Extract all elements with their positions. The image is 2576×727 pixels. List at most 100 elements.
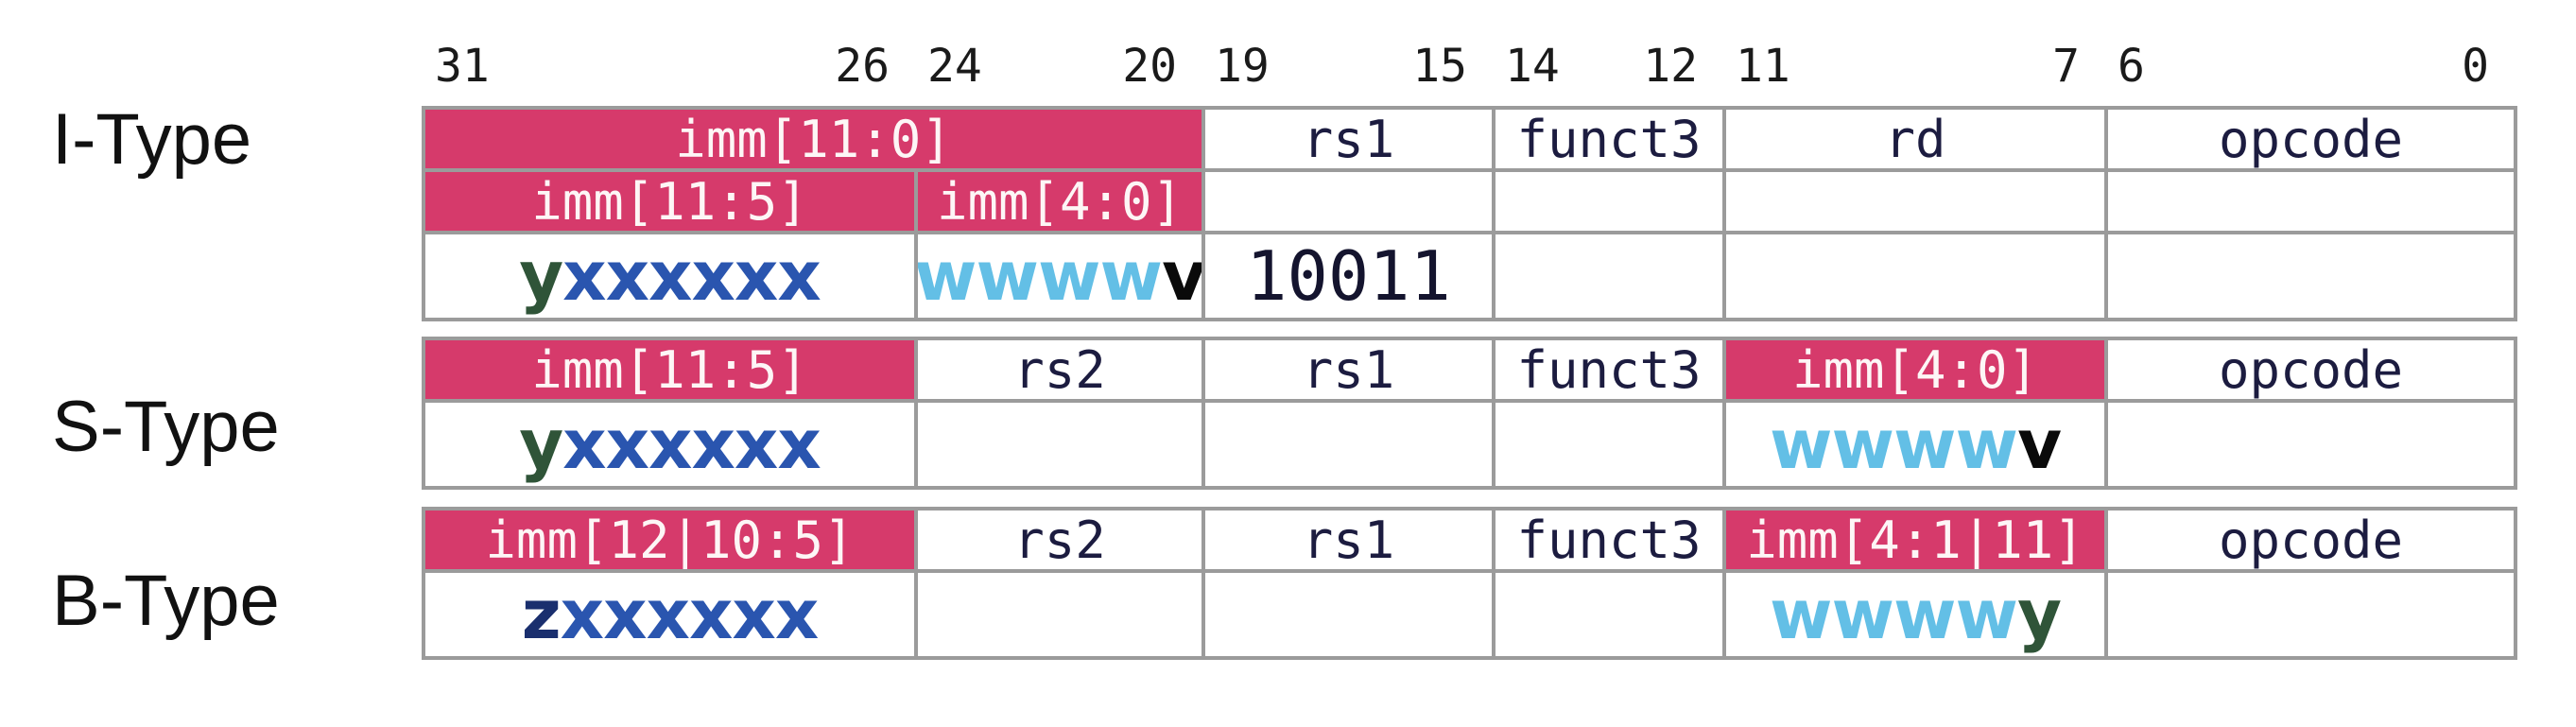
field-funct3: funct3 <box>1495 511 1722 569</box>
bit-index: 20 <box>1122 40 1177 93</box>
sign-bit: y <box>519 405 563 484</box>
low-imm-bits: wwww <box>1770 575 2018 654</box>
field-rs1: rs1 <box>1205 340 1492 399</box>
s-type-label: S-Type <box>52 387 280 467</box>
field-opcode-label: opcode <box>2218 511 2404 569</box>
field-rd: rd <box>1726 110 2104 168</box>
bit-ruler-col: 11 7 <box>1726 34 2104 95</box>
field-imm-hi: imm[11:5] <box>425 340 914 399</box>
field-imm-hi-label: imm[12|10:5] <box>485 511 855 569</box>
field-empty <box>918 573 1202 656</box>
b-type-field-row: imm[12|10:5] rs2 rs1 funct3 imm[4:1|11] … <box>422 507 2517 573</box>
field-empty <box>2108 172 2514 231</box>
low-imm-last-bit: y <box>2017 575 2062 654</box>
field-empty <box>2108 234 2514 318</box>
field-opcode-label: opcode <box>2218 340 2404 399</box>
low-imm-bits: wwww <box>1770 405 2018 484</box>
b-type-label: B-Type <box>52 561 280 641</box>
field-imm-lo: imm[4:1|11] <box>1726 511 2104 569</box>
field-funct3-label: funct3 <box>1516 340 1702 399</box>
bit-ruler-col: 24 20 <box>918 34 1202 95</box>
low-imm-last-bit: v <box>2017 405 2062 484</box>
field-funct3-label: funct3 <box>1516 110 1702 168</box>
field-rs1-label: rs1 <box>1302 110 1395 168</box>
bit-ruler-col: 19 15 <box>1205 34 1492 95</box>
field-empty <box>1205 573 1492 656</box>
low-imm-last-bit: v <box>1162 236 1202 316</box>
field-opcode: opcode <box>2108 110 2514 168</box>
bit-index: 6 <box>2118 40 2145 93</box>
bit-index: 15 <box>1412 40 1467 93</box>
bit-index: 7 <box>2052 40 2080 93</box>
field-empty <box>918 403 1202 486</box>
i-type-field-row: imm[11:0] rs1 funct3 rd opcode <box>422 106 2517 172</box>
imm-bits: xxxxxx <box>562 236 821 316</box>
bit-ruler-col: 14 12 <box>1495 34 1722 95</box>
field-empty <box>1205 403 1492 486</box>
sign-bit: y <box>519 236 563 316</box>
bit-ruler-col: 6 0 <box>2108 34 2514 95</box>
bit-index: 14 <box>1505 40 1560 93</box>
field-imm-label: imm[11:0] <box>675 110 952 168</box>
field-funct3: funct3 <box>1495 340 1722 399</box>
b-type-block: imm[12|10:5] rs2 rs1 funct3 imm[4:1|11] … <box>422 507 2517 660</box>
value-rs1: 10011 <box>1205 234 1492 318</box>
field-empty <box>2108 403 2514 486</box>
field-empty <box>1495 172 1722 231</box>
bit-ruler: 31 26 24 20 19 15 14 12 11 7 6 0 <box>422 34 2517 95</box>
field-imm-lo-label: imm[4:0] <box>1791 340 2039 399</box>
field-empty <box>1495 234 1722 318</box>
i-type-imm-split-row: imm[11:5] imm[4:0] <box>422 168 2517 234</box>
bit-index: 0 <box>2462 40 2489 93</box>
field-rs1-label: rs1 <box>1302 340 1395 399</box>
s-type-block: imm[11:5] rs2 rs1 funct3 imm[4:0] opcode… <box>422 337 2517 490</box>
field-opcode: opcode <box>2108 511 2514 569</box>
field-rs2-label: rs2 <box>1013 340 1106 399</box>
field-funct3-label: funct3 <box>1516 511 1702 569</box>
field-rs1: rs1 <box>1205 110 1492 168</box>
field-rs2: rs2 <box>918 340 1202 399</box>
field-rd-label: rd <box>1884 110 1946 168</box>
s-type-field-row: imm[11:5] rs2 rs1 funct3 imm[4:0] opcode <box>422 337 2517 403</box>
field-empty <box>1726 172 2104 231</box>
bit-index: 12 <box>1643 40 1698 93</box>
field-opcode-label: opcode <box>2218 110 2404 168</box>
i-type-label: I-Type <box>52 99 252 180</box>
bit-index: 19 <box>1215 40 1270 93</box>
field-funct3: funct3 <box>1495 110 1722 168</box>
field-opcode: opcode <box>2108 340 2514 399</box>
field-imm-lo-label: imm[4:1|11] <box>1746 511 2084 569</box>
field-imm-lo: imm[4:0] <box>918 172 1202 231</box>
field-imm-hi-label: imm[11:5] <box>531 340 808 399</box>
imm-bits: xxxxxx <box>560 575 820 654</box>
field-empty <box>2108 573 2514 656</box>
field-imm-hi-label: imm[11:5] <box>531 172 808 231</box>
field-imm-hi: imm[11:5] <box>425 172 914 231</box>
bit-index: 31 <box>435 40 490 93</box>
field-imm: imm[11:0] <box>425 110 1202 168</box>
field-imm-lo-label: imm[4:0] <box>936 172 1184 231</box>
bit-ruler-col: 31 26 <box>425 34 914 95</box>
rs1-binary-value: 10011 <box>1246 236 1451 316</box>
bit-index: 26 <box>835 40 890 93</box>
bit-index: 11 <box>1736 40 1790 93</box>
bit-index: 24 <box>927 40 982 93</box>
low-imm-bits: wwww <box>918 236 1163 316</box>
field-rs1: rs1 <box>1205 511 1492 569</box>
field-imm-lo: imm[4:0] <box>1726 340 2104 399</box>
field-rs2-label: rs2 <box>1013 511 1106 569</box>
field-empty <box>1495 403 1722 486</box>
field-empty <box>1205 172 1492 231</box>
sign-bit: z <box>521 575 562 654</box>
imm-bits: xxxxxx <box>562 405 821 484</box>
